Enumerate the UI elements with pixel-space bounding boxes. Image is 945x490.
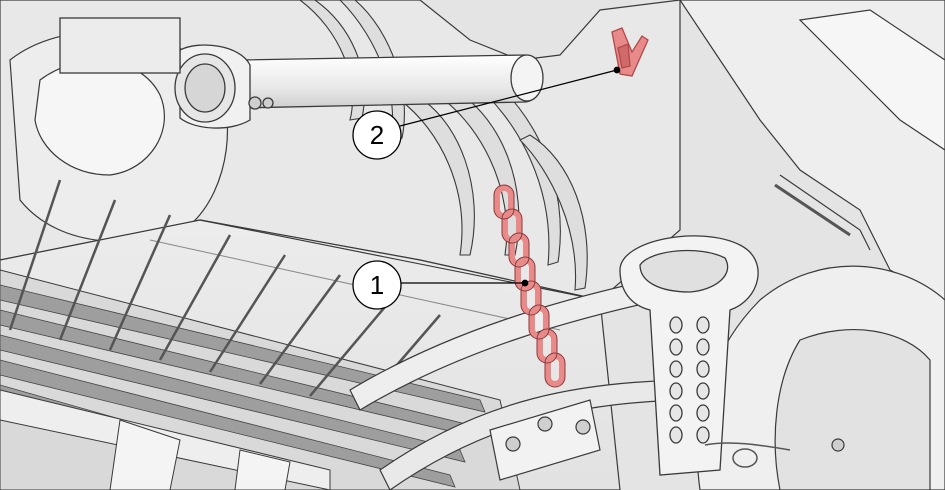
callout-leaders [399,66,621,287]
pickup-reel [0,179,521,490]
callout-1-label: 1 [370,270,384,300]
leader-dot-1 [521,279,529,287]
leader-line-2 [399,69,618,127]
pickup-tines [8,179,441,409]
support-tube [59,17,544,129]
callout-2: 2 [352,110,402,160]
leader-dot-2 [613,66,621,74]
chain-outline [493,184,566,388]
hitch-holes [669,316,710,444]
callout-2-label: 2 [370,120,384,150]
hook-highlight [611,27,649,77]
callout-1: 1 [352,260,402,310]
hitch-bracket [619,235,791,476]
chain-highlight [494,185,565,387]
wheel-frame [697,265,945,490]
